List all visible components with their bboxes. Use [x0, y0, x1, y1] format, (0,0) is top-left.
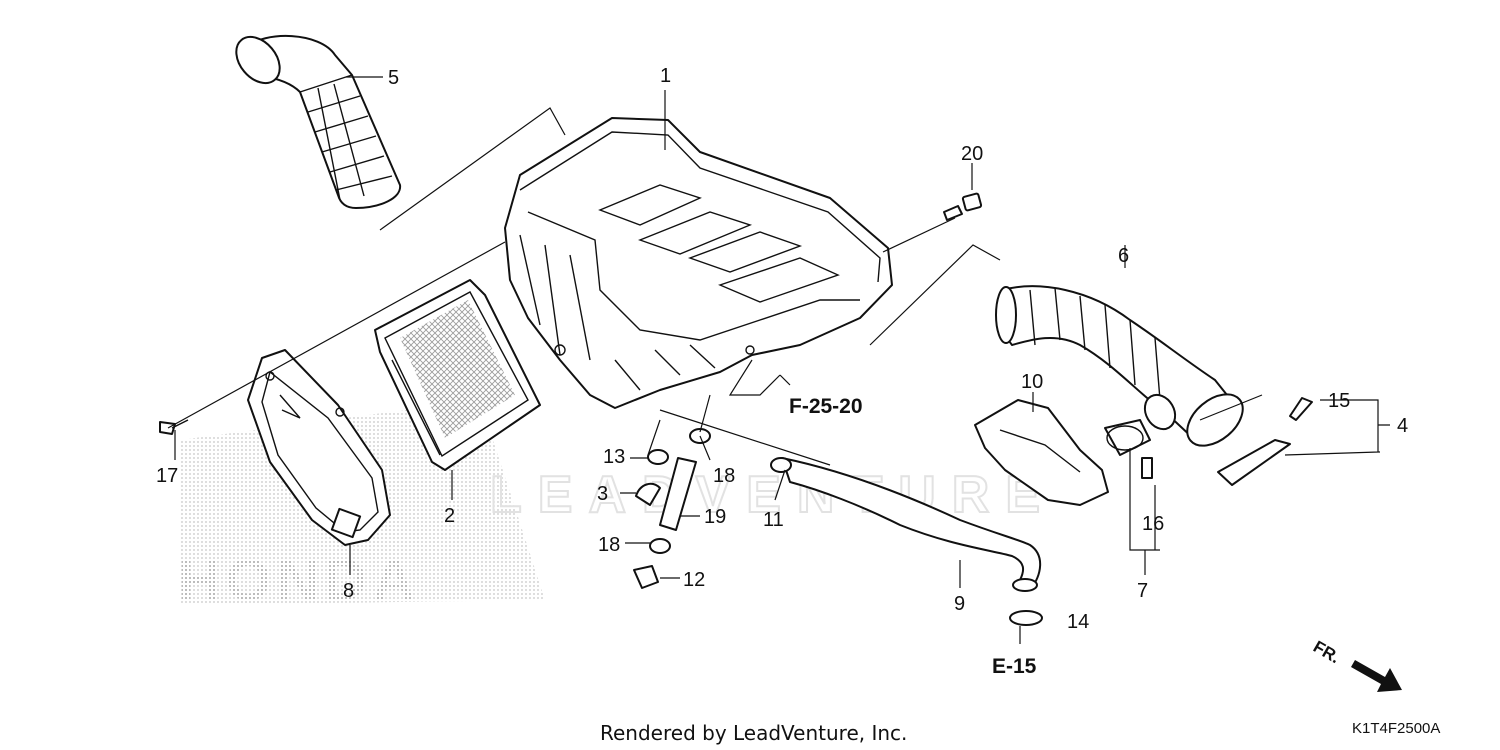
part-11-clip[interactable]	[770, 457, 792, 473]
label-part-1: 1	[660, 65, 671, 87]
part-15-screw[interactable]	[1289, 397, 1313, 421]
leader-lines	[167, 76, 1390, 644]
part-14-clip[interactable]	[1009, 610, 1043, 626]
part-18-clip-lower[interactable]	[649, 538, 671, 554]
label-part-18-upper: 18	[713, 465, 735, 487]
label-part-6: 6	[1118, 245, 1129, 267]
front-direction-indicator: FR.	[1310, 637, 1402, 692]
label-part-13: 13	[603, 446, 625, 468]
part-12-plug[interactable]	[633, 565, 659, 589]
reference-e-15[interactable]: E-15	[992, 655, 1037, 678]
part-4-band[interactable]	[1217, 439, 1291, 486]
label-part-16: 16	[1142, 513, 1164, 535]
label-part-15: 15	[1328, 390, 1350, 412]
part-20-bolt[interactable]	[270, 0, 983, 221]
front-label: FR.	[1310, 637, 1343, 667]
label-part-14: 14	[1067, 611, 1089, 633]
label-part-20: 20	[961, 143, 983, 165]
brand-watermark: HONDA	[178, 548, 421, 613]
part-7-band-clamp[interactable]	[1104, 419, 1151, 456]
label-part-2: 2	[444, 505, 455, 527]
label-part-17: 17	[156, 465, 178, 487]
part-8-cover[interactable]	[247, 349, 391, 546]
diagram-code: K1T4F2500A	[1352, 720, 1440, 737]
label-part-3: 3	[597, 483, 608, 505]
part-16-screw[interactable]	[1141, 457, 1153, 479]
reference-f-25-20[interactable]: F-25-20	[789, 395, 863, 418]
part-1-air-cleaner-case[interactable]	[504, 117, 893, 409]
label-part-5: 5	[388, 67, 399, 89]
front-arrow-icon	[1351, 660, 1402, 692]
label-part-18-lower: 18	[598, 534, 620, 556]
part-3-cap[interactable]	[635, 482, 661, 506]
label-part-7: 7	[1137, 580, 1148, 602]
part-19-tube[interactable]	[659, 457, 697, 531]
render-credit: Rendered by LeadVenture, Inc.	[600, 721, 907, 745]
label-part-11: 11	[763, 509, 784, 531]
label-part-9: 9	[954, 593, 965, 615]
label-part-12: 12	[683, 569, 705, 591]
part-5-intake-duct[interactable]	[227, 29, 402, 209]
label-part-4: 4	[1397, 415, 1408, 437]
label-part-19: 19	[704, 506, 726, 528]
label-part-8: 8	[343, 580, 354, 602]
part-6-connecting-tube[interactable]	[995, 285, 1252, 456]
part-9-drain-tube[interactable]	[781, 457, 1042, 592]
label-part-10: 10	[1021, 371, 1043, 393]
part-10-duct-cover[interactable]	[974, 399, 1109, 506]
part-17-screw[interactable]	[159, 419, 189, 435]
part-13-clip[interactable]	[647, 449, 669, 465]
part-2-air-filter-element[interactable]	[374, 279, 541, 471]
